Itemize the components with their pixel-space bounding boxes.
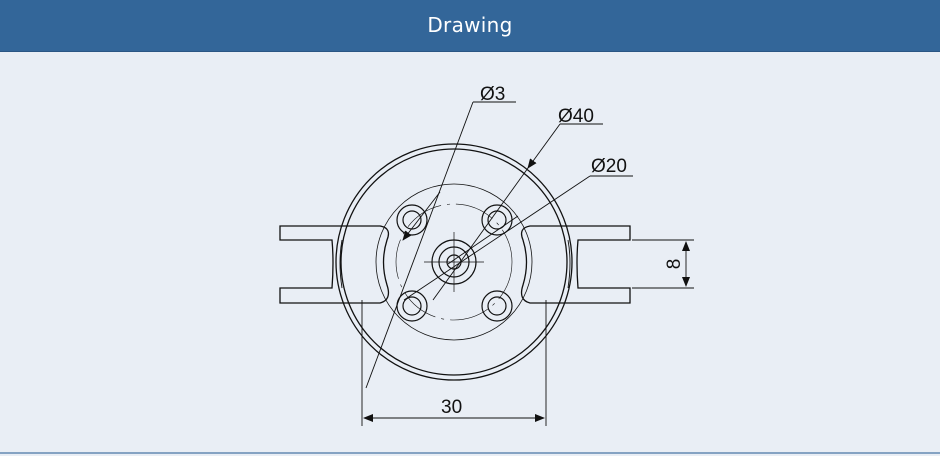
bolt-hole-bottom-right: [481, 290, 513, 322]
bolt-holes: [396, 204, 513, 322]
bolt-hole-top-left: [396, 204, 428, 236]
label-outer-dia: Ø40: [558, 106, 594, 127]
leader-hole-dia: [365, 101, 516, 389]
center-lines: [424, 232, 484, 292]
bolt-hole-bottom-left: [396, 290, 428, 322]
right-jaw-inner: [567, 239, 571, 289]
left-jaw-inner: [339, 239, 343, 289]
label-width: 30: [441, 397, 462, 418]
leader-outer-dia: [432, 123, 603, 301]
width-dimension: [361, 300, 547, 426]
label-bolt-circle-dia: Ø20: [591, 156, 627, 177]
label-hole-dia: Ø3: [480, 84, 505, 105]
drawing-canvas: Ø3 Ø40 Ø20 30 8: [0, 52, 940, 452]
technical-drawing: Ø3 Ø40 Ø20 30 8: [279, 84, 694, 426]
slot-dimension: [632, 239, 694, 289]
header-bar: Drawing: [0, 0, 940, 52]
leader-bolt-circle-dia: [403, 175, 633, 301]
inner-face-circle: [375, 183, 533, 341]
bolt-circle: [395, 203, 513, 321]
label-slot: 8: [664, 259, 685, 270]
bottom-border: [0, 452, 940, 454]
flange-outline: [335, 143, 573, 381]
left-jaw: [279, 225, 390, 304]
page-title: Drawing: [427, 13, 513, 37]
right-jaw: [520, 225, 631, 304]
